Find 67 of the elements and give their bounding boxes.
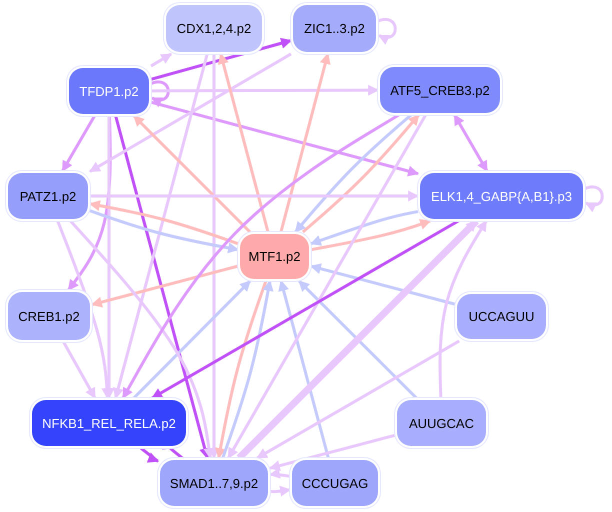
node-label: MTF1.p2 [248, 249, 300, 264]
arrow [376, 18, 397, 44]
arrow [67, 116, 112, 291]
node-label: TFDP1.p2 [79, 84, 139, 98]
arrow [62, 341, 96, 399]
node-box [292, 460, 378, 506]
node-label: SMAD1..7,9.p2 [170, 476, 258, 490]
node-label: CCCUGAG [302, 476, 368, 490]
arrow [122, 114, 400, 399]
arrow [280, 52, 331, 232]
arrow [310, 263, 456, 306]
arrow [104, 116, 114, 400]
arrow [269, 486, 292, 497]
node-label: ATF5_CREB3.p2 [390, 82, 490, 98]
arrow [90, 209, 240, 254]
node-box [293, 5, 376, 52]
arrow [151, 220, 460, 400]
arrow [89, 52, 292, 173]
node-box [240, 234, 309, 279]
arrow [114, 116, 210, 460]
arrow [56, 220, 112, 400]
arrow [90, 190, 420, 202]
arrow [150, 80, 170, 107]
node-box [166, 5, 262, 52]
arrow [69, 220, 214, 460]
arrow [218, 52, 270, 232]
arrow [268, 434, 396, 472]
arrow [278, 280, 330, 458]
node-box [380, 67, 500, 113]
node-box [32, 400, 186, 446]
arrow [90, 264, 238, 308]
arrow [584, 185, 604, 212]
node-box [69, 68, 149, 114]
node-label: CDX1,2,4.p2 [176, 21, 252, 36]
node-label: AUUGCAC [408, 416, 474, 430]
arrow [310, 210, 418, 246]
arrow [88, 200, 238, 246]
arrow [150, 100, 420, 176]
arrow [132, 280, 252, 400]
arrow [256, 340, 460, 460]
arrow [151, 84, 380, 96]
arrow [298, 280, 418, 400]
node-box [8, 173, 88, 219]
node-box [160, 460, 268, 506]
node-label: NFKB1_REL_RELA.p2 [42, 416, 176, 430]
arrow [112, 54, 209, 400]
arrow [453, 114, 488, 172]
arrow [61, 115, 96, 172]
node-label: CREB1.p2 [18, 308, 80, 324]
arrow [438, 220, 488, 398]
arrow [310, 219, 432, 252]
node-label: UCCAGUU [468, 309, 534, 324]
node-box [397, 400, 486, 446]
node-label: ZIC1..3.p2 [304, 21, 365, 36]
node-box [420, 173, 583, 219]
arrow [150, 52, 172, 68]
arrow [132, 114, 252, 234]
node-box [8, 292, 90, 340]
arrow [215, 280, 268, 460]
node-label: PATZ1.p2 [20, 188, 76, 204]
arrow [140, 446, 160, 463]
arrow [150, 38, 292, 81]
arrow [268, 468, 290, 479]
arrow [227, 114, 427, 459]
node-box [457, 294, 546, 339]
arrow [221, 280, 274, 458]
node-label: ELK1,4_GABP{A,B1}.p3 [431, 188, 572, 204]
